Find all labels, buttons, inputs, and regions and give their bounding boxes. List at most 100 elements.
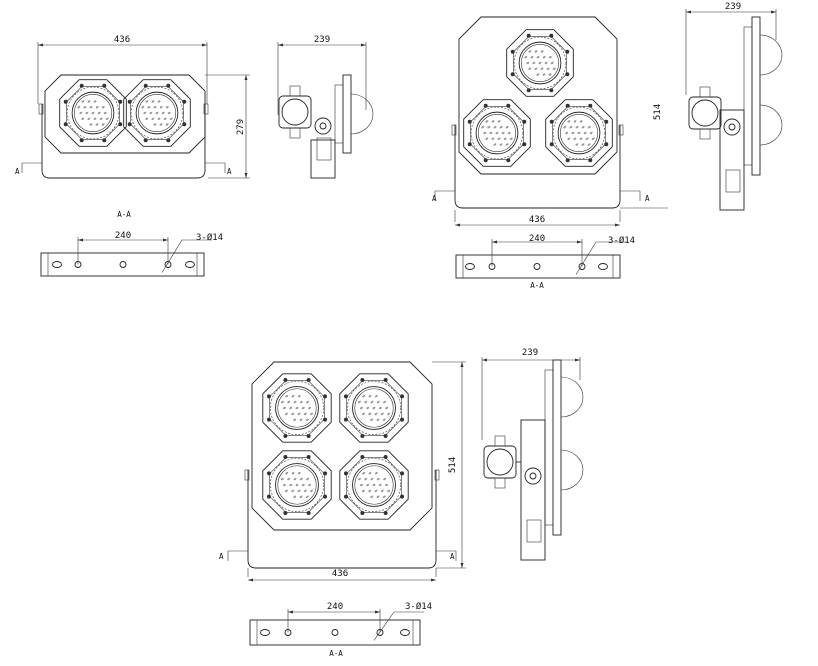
led-chip <box>589 131 593 135</box>
section-title: A-A <box>530 281 544 290</box>
led-chip <box>291 412 295 416</box>
led-chip <box>153 106 157 109</box>
led-chip <box>579 120 583 123</box>
led-chip <box>368 412 372 416</box>
screw-icon <box>510 49 515 54</box>
module-outline <box>262 450 332 520</box>
screw-icon <box>283 454 288 459</box>
led-chip <box>526 61 530 65</box>
module-outline <box>463 99 531 167</box>
screw-icon <box>360 377 365 382</box>
pivot-knob <box>314 117 332 135</box>
junction-box-cover <box>281 98 309 126</box>
led-chip <box>585 137 589 140</box>
cable-gland <box>494 435 506 447</box>
lens-inner <box>354 388 394 428</box>
led-chip <box>364 400 368 404</box>
section-marker-left: A <box>15 167 20 176</box>
module-outline <box>506 29 574 97</box>
screw-icon <box>549 88 554 93</box>
front-plate <box>751 16 761 176</box>
led-chip <box>530 56 534 59</box>
section-marker-right: A <box>645 194 650 203</box>
led-chip <box>91 111 95 115</box>
screw-icon <box>306 454 311 459</box>
led-chip <box>552 67 556 70</box>
led-chip <box>163 117 167 120</box>
screw-icon <box>400 471 405 476</box>
cable-gland <box>494 477 506 489</box>
led-chip <box>579 137 583 140</box>
screw-icon <box>102 83 107 88</box>
led-chip <box>370 418 374 422</box>
led-chip <box>370 495 374 499</box>
led-chip <box>550 61 554 65</box>
bracket-pivot <box>618 124 624 136</box>
led-chip <box>489 131 493 135</box>
screw-icon <box>63 99 68 104</box>
screw-icon <box>506 158 511 163</box>
pivot-knob-center <box>529 472 537 480</box>
led-chip <box>503 137 507 140</box>
screw-icon <box>102 138 107 143</box>
module-outline <box>59 79 127 147</box>
led-chip <box>291 471 295 475</box>
bracket-pivot <box>244 469 250 481</box>
lens-inner <box>477 113 517 153</box>
mounting-bar <box>249 619 421 646</box>
led-chip <box>282 483 286 487</box>
screw-icon <box>143 138 148 143</box>
led-chip <box>157 100 161 103</box>
led-chip <box>151 100 155 103</box>
led-chip <box>287 400 291 404</box>
screw-icon <box>383 377 388 382</box>
led-chip <box>483 131 487 135</box>
drawing-two-lamp: 436 279 239 A A A-A 240 3-Ø14 <box>15 35 330 243</box>
heatsink-ring <box>270 458 324 512</box>
mounting-slot <box>465 263 475 270</box>
led-chip <box>93 117 97 120</box>
led-chip <box>303 412 307 416</box>
bracket-label-plate <box>725 169 741 193</box>
mounting-slot <box>260 629 270 636</box>
depth-dimension-label: 239 <box>522 348 538 358</box>
led-chip <box>569 126 573 129</box>
led-chip <box>577 131 581 135</box>
screw-icon <box>283 377 288 382</box>
screw-icon <box>549 33 554 38</box>
bracket-label-plate <box>526 519 542 543</box>
led-chip <box>169 117 173 120</box>
led-chip <box>161 111 165 115</box>
section-line <box>620 190 641 201</box>
screw-icon <box>182 122 187 127</box>
led-chip <box>374 489 378 493</box>
led-chip <box>366 483 370 487</box>
led-chip <box>159 106 163 109</box>
led-chip <box>485 120 489 123</box>
bracket-pivot <box>451 124 457 136</box>
led-chip <box>528 50 532 53</box>
led-chip <box>387 412 391 416</box>
screw-icon <box>343 494 348 499</box>
led-chip <box>101 123 105 126</box>
heatsink-ring <box>347 381 401 435</box>
led-chip <box>571 131 575 135</box>
screw-icon <box>127 99 132 104</box>
led-chip <box>493 126 497 129</box>
pivot-knob-center <box>319 122 327 130</box>
pivot-knob <box>524 467 542 485</box>
led-chip <box>297 412 301 416</box>
led-chip <box>87 117 91 120</box>
led-chip <box>151 117 155 120</box>
led-chip <box>507 131 511 135</box>
screw-icon <box>266 417 271 422</box>
led-chip <box>497 137 501 140</box>
led-chip <box>575 143 579 146</box>
drawing-four-lamp: 436 514 239 A A A-A 240 3-Ø14 <box>219 348 538 658</box>
led-chip <box>147 106 151 109</box>
led-chip <box>149 111 153 115</box>
led-chip <box>87 100 91 103</box>
led-module <box>339 373 409 443</box>
led-chip <box>491 120 495 123</box>
hole-leader <box>161 239 212 273</box>
